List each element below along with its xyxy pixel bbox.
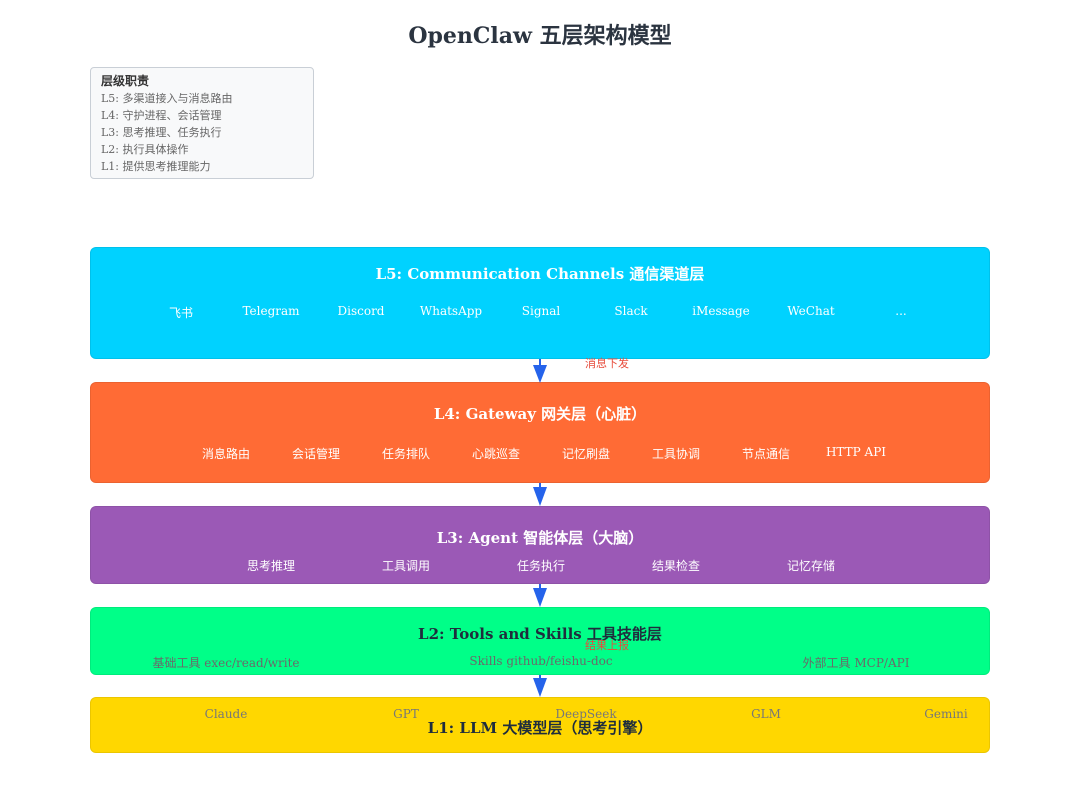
llm-gpt: GPT — [393, 707, 419, 721]
llm-gemini: Gemini — [924, 707, 968, 721]
layer-l5-title: L5: Communication Channels 通信渠道层 — [375, 265, 705, 283]
layer-l1-llm: Claude GPT DeepSeek GLM Gemini L1: LLM 大… — [90, 697, 990, 753]
gateway-tool-coordination: 工具协调 — [651, 447, 701, 461]
channel-whatsapp: WhatsApp — [419, 304, 483, 318]
agent-task-execution: 任务执行 — [516, 559, 566, 573]
layer-l3-agent: L3: Agent 智能体层（大脑） 思考推理 工具调用 任务执行 结果检查 记… — [90, 506, 990, 584]
tools-skills: Skills github/feishu-doc — [469, 654, 613, 668]
agent-result-check: 结果检查 — [651, 559, 701, 573]
agent-tool-calling: 工具调用 — [381, 559, 431, 573]
legend-item-l3: L3: 思考推理、任务执行 — [101, 126, 222, 139]
gateway-node-communication: 节点通信 — [741, 447, 791, 461]
tools-external: 外部工具 MCP/API — [802, 656, 910, 670]
legend-item-l5: L5: 多渠道接入与消息路由 — [101, 92, 233, 105]
legend-item-l2: L2: 执行具体操作 — [101, 143, 189, 156]
gateway-task-queue: 任务排队 — [381, 447, 431, 461]
layer-l3-title: L3: Agent 智能体层（大脑） — [436, 529, 644, 547]
channel-more: ... — [895, 304, 907, 318]
gateway-http-api: HTTP API — [825, 445, 887, 459]
channel-slack: Slack — [614, 304, 648, 318]
channel-imessage: iMessage — [692, 304, 750, 318]
arrow-down-l2-l1 — [533, 675, 547, 697]
gateway-memory-flush: 记忆刷盘 — [561, 447, 611, 461]
channel-discord: Discord — [337, 304, 385, 318]
flow-label-up: 结果上报 — [585, 639, 629, 652]
arrow-down-l5-l4 — [533, 359, 547, 383]
channel-feishu: 飞书 — [168, 306, 194, 320]
tools-basic: 基础工具 exec/read/write — [152, 656, 300, 670]
legend-box: 层级职责 L5: 多渠道接入与消息路由 L4: 守护进程、会话管理 L3: 思考… — [90, 67, 314, 179]
channel-telegram: Telegram — [242, 304, 300, 318]
llm-deepseek: DeepSeek — [555, 707, 617, 721]
page-title: OpenClaw 五层架构模型 — [408, 23, 672, 49]
layer-l5-communication-channels: L5: Communication Channels 通信渠道层 飞书 Tele… — [90, 247, 990, 359]
llm-glm: GLM — [751, 707, 781, 721]
legend-item-l4: L4: 守护进程、会话管理 — [101, 109, 222, 122]
legend-title: 层级职责 — [101, 74, 150, 88]
flow-label-down: 消息下发 — [585, 357, 629, 370]
layer-l4-gateway: L4: Gateway 网关层（心脏） 消息路由 会话管理 任务排队 心跳巡查 … — [90, 382, 990, 483]
legend-item-l1: L1: 提供思考推理能力 — [101, 160, 211, 173]
channel-signal: Signal — [521, 304, 561, 318]
gateway-message-routing: 消息路由 — [201, 447, 251, 461]
layer-l2-tools-skills: L2: Tools and Skills 工具技能层 基础工具 exec/rea… — [90, 607, 990, 675]
agent-memory-storage: 记忆存储 — [786, 559, 836, 573]
channel-wechat: WeChat — [787, 304, 835, 318]
arrow-down-l3-l2 — [533, 584, 547, 607]
gateway-session-management: 会话管理 — [291, 447, 341, 461]
llm-claude: Claude — [204, 707, 248, 721]
layer-l1-title: L1: LLM 大模型层（思考引擎） — [427, 719, 653, 737]
layer-l2-title: L2: Tools and Skills 工具技能层 — [418, 625, 662, 643]
agent-reasoning: 思考推理 — [246, 559, 296, 573]
layer-l4-title: L4: Gateway 网关层（心脏） — [433, 405, 647, 423]
arrow-down-l4-l3 — [533, 483, 547, 506]
gateway-heartbeat: 心跳巡查 — [471, 447, 521, 461]
